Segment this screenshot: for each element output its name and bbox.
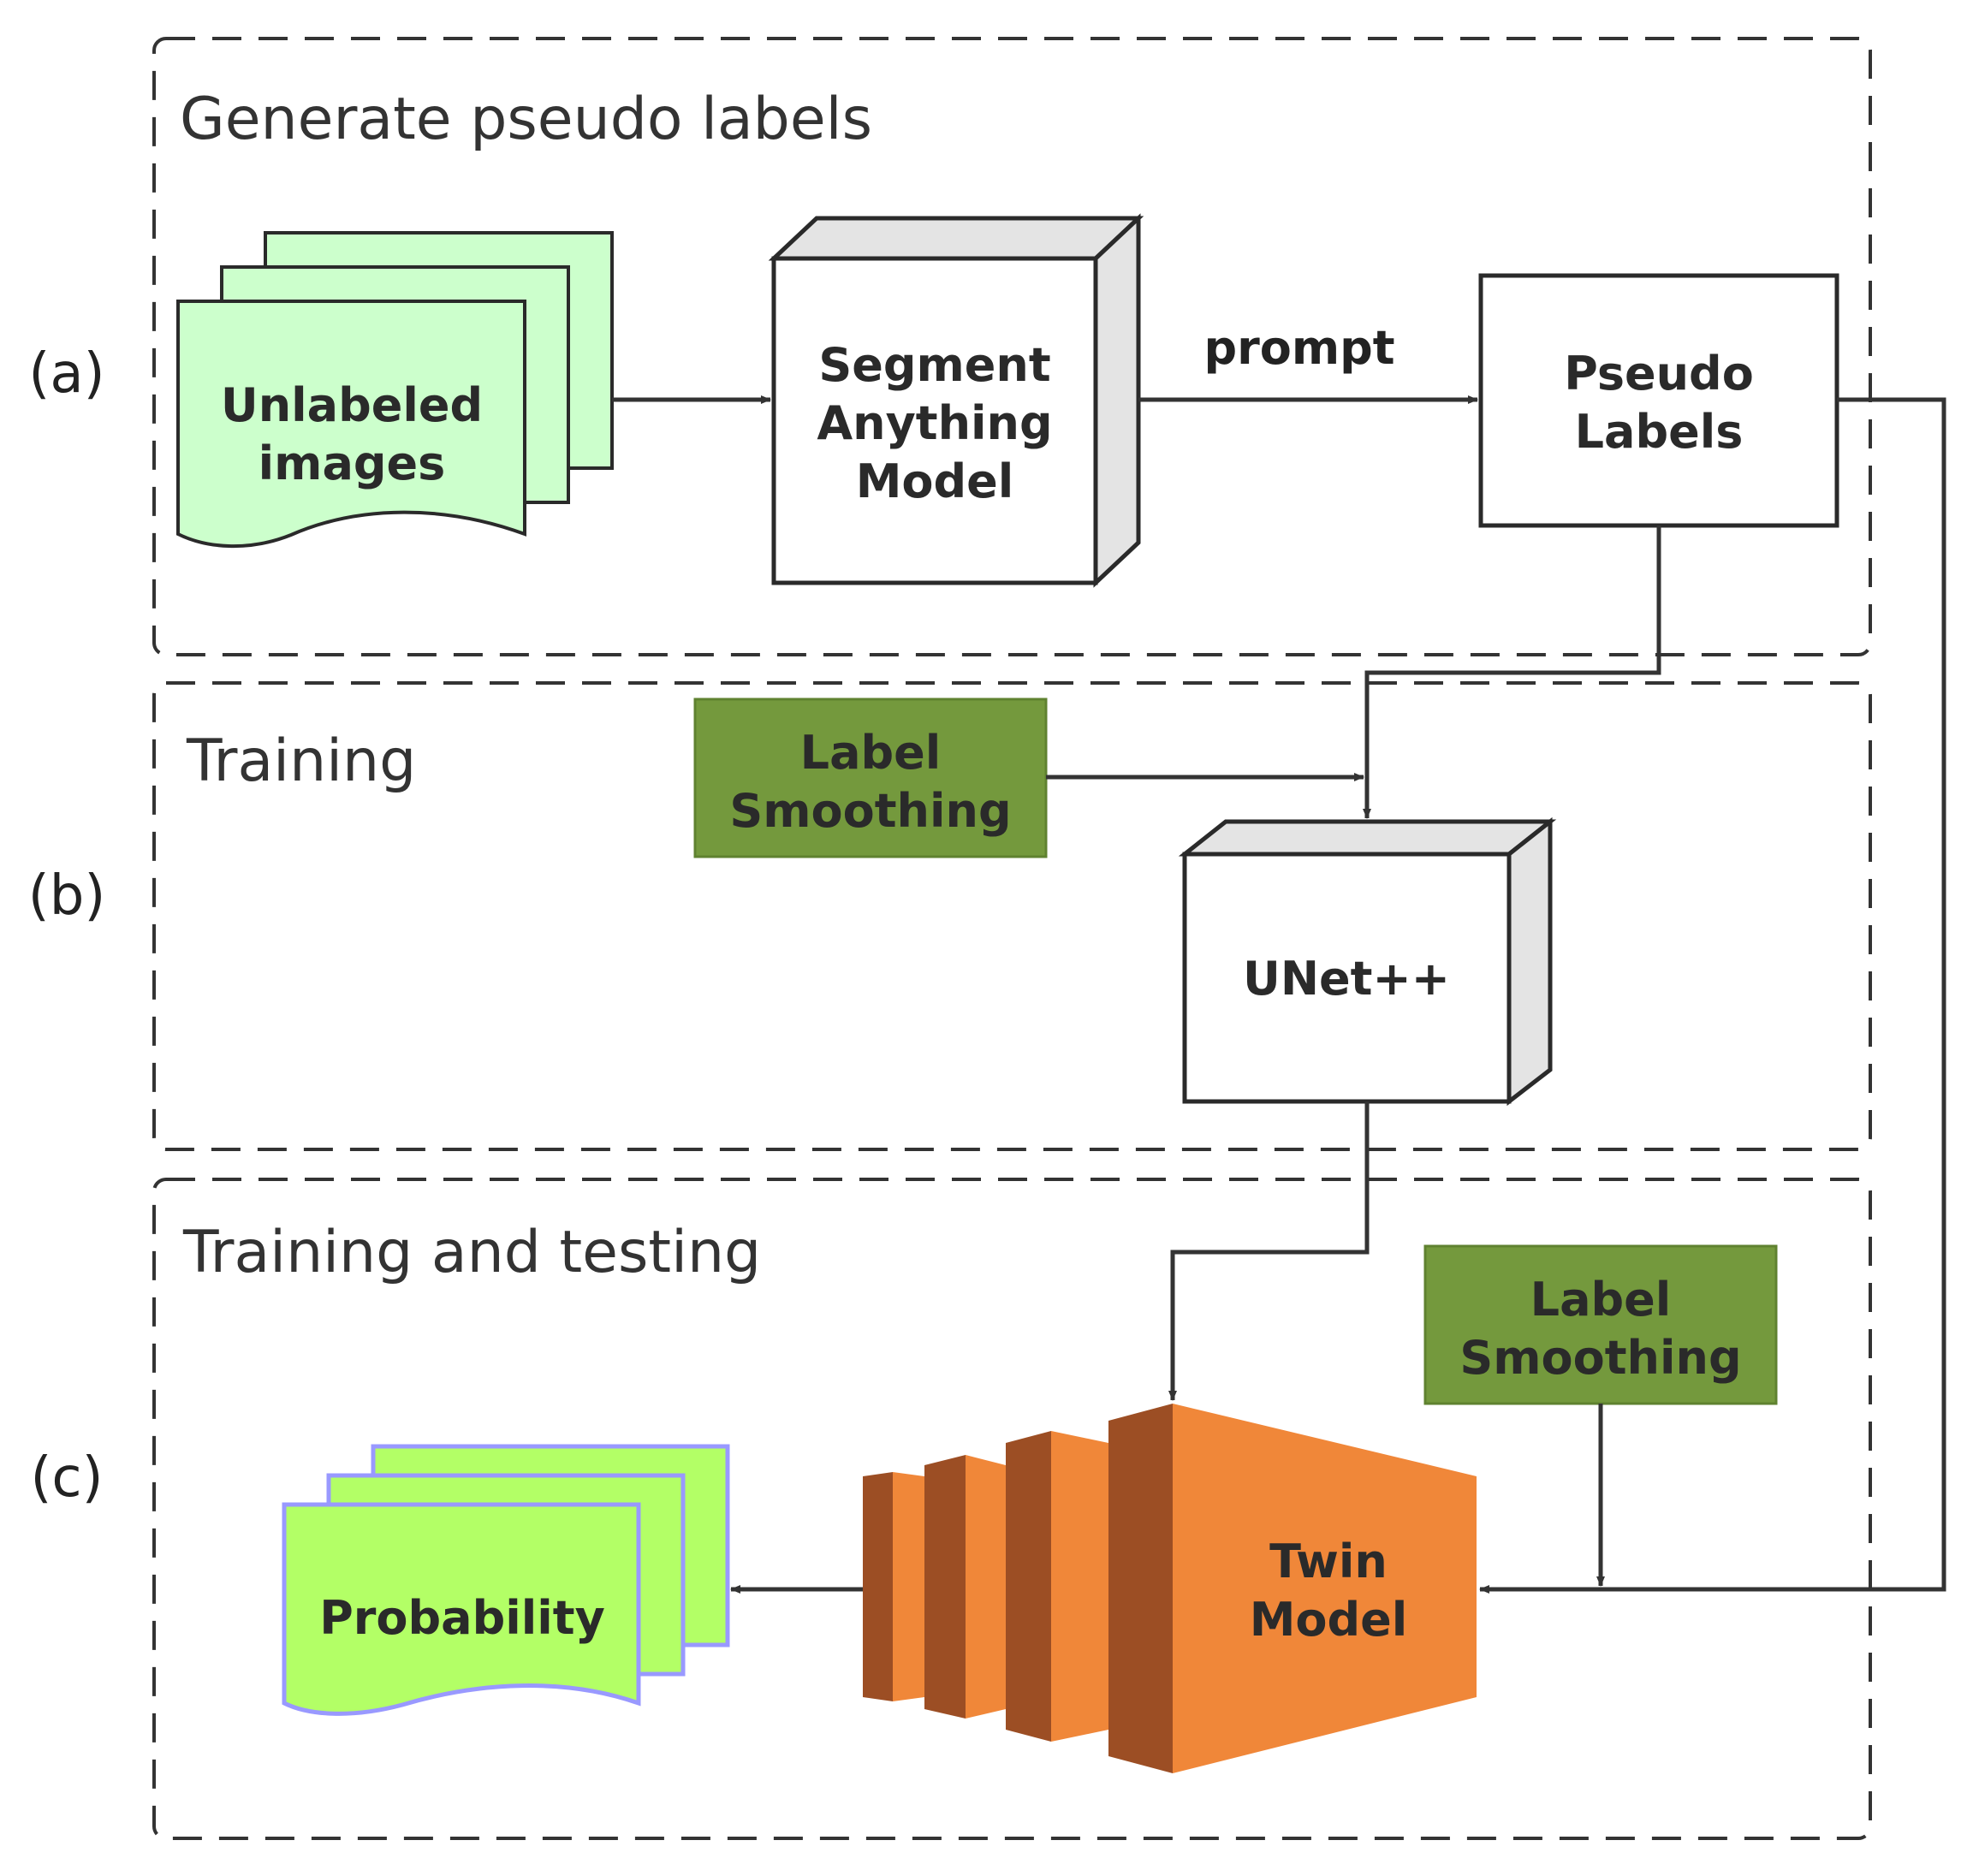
ls1-line-2: Smoothing <box>729 784 1011 838</box>
probability-node: Probability <box>282 1444 730 1716</box>
pseudo-line-1: Pseudo <box>1564 347 1754 401</box>
unet-cube-node: UNet++ <box>1178 816 1557 1107</box>
section-c-title: Training and testing <box>182 1219 761 1286</box>
unet-label: UNet++ <box>1243 952 1450 1006</box>
side-label-a: (a) <box>28 342 104 406</box>
ls2-line-2: Smoothing <box>1459 1331 1741 1385</box>
section-a-title: Generate pseudo labels <box>180 86 872 153</box>
edge-pseudo-to-unet <box>1363 525 1661 819</box>
twin-line-1: Twin <box>1269 1535 1388 1588</box>
pseudo-labels-node: Pseudo Labels <box>1478 273 1839 528</box>
sam-line-2: Anything <box>817 396 1052 450</box>
section-c-box <box>152 1178 1872 1840</box>
label-smoothing-c-node: Label Smoothing <box>1423 1244 1778 1405</box>
ls2-line-1: Label <box>1530 1273 1672 1327</box>
probability-label: Probability <box>319 1591 605 1645</box>
side-label-c: (c) <box>30 1446 103 1510</box>
unlabeled-images-node: Unlabeled images <box>176 231 614 548</box>
edge-pseudo-to-twin <box>1479 397 1946 1594</box>
unlabeled-line-2: images <box>259 436 446 490</box>
ls1-line-1: Label <box>800 726 942 780</box>
unlabeled-line-1: Unlabeled <box>221 378 483 432</box>
sam-line-1: Segment <box>818 338 1050 392</box>
section-b-title: Training <box>186 727 416 795</box>
twin-line-2: Model <box>1250 1593 1408 1647</box>
section-a-box <box>152 37 1872 656</box>
edge-unet-to-twin <box>1168 1101 1370 1401</box>
sam-line-3: Model <box>856 454 1014 508</box>
pseudo-line-2: Labels <box>1575 405 1744 459</box>
prompt-label: prompt <box>1203 321 1394 375</box>
twin-model-node: Twin Model <box>863 1404 1477 1773</box>
side-label-b: (b) <box>28 864 106 928</box>
sam-cube-node: Segment Anything Model <box>768 213 1144 588</box>
label-smoothing-b-node: Label Smoothing <box>693 698 1048 858</box>
section-b-box <box>152 681 1872 1151</box>
